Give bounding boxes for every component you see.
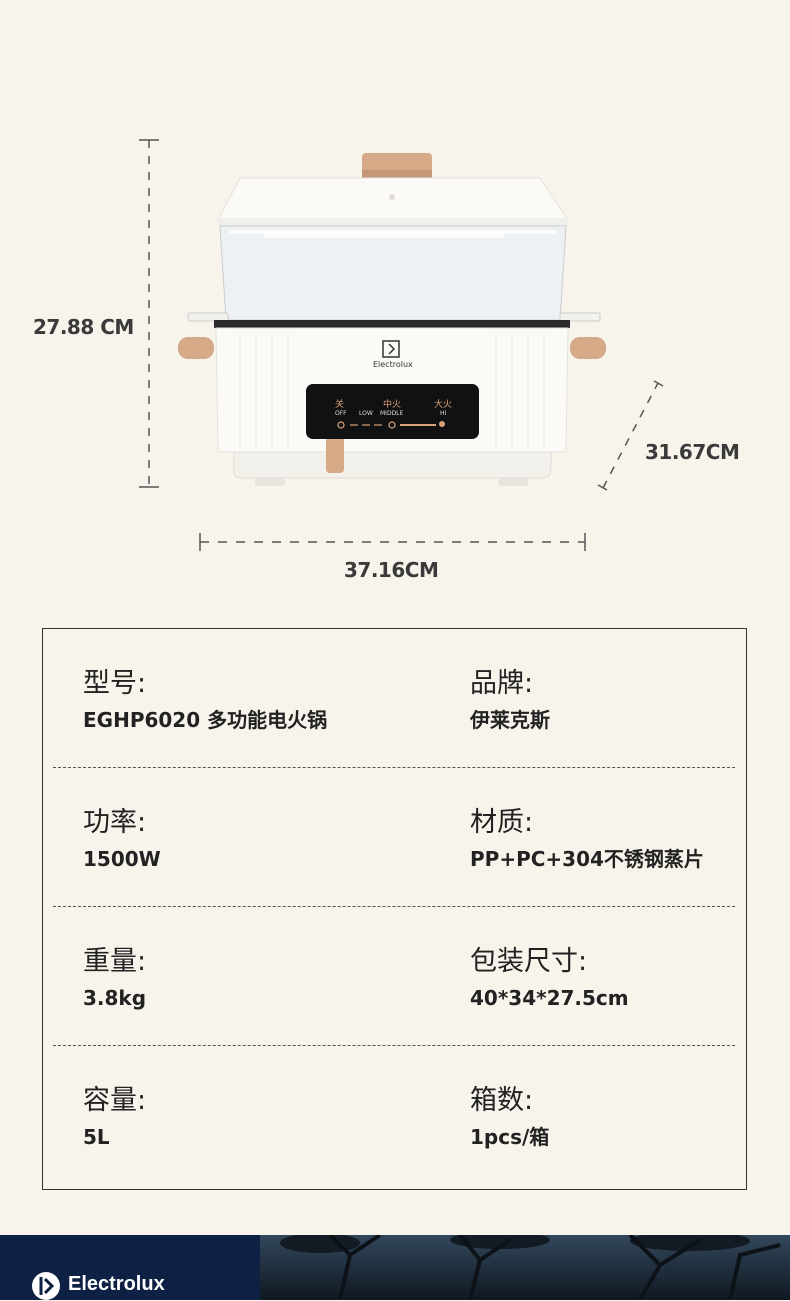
spec-cell-material: 材质: PP+PC+304不锈钢蒸片 (470, 806, 704, 872)
spec-cell-capacity: 容量: 5L (83, 1084, 146, 1150)
spec-row-power: 功率: 1500W 材质: PP+PC+304不锈钢蒸片 (53, 768, 735, 907)
footer-banner: Electrolux (0, 1235, 790, 1300)
spec-label: 功率: (83, 807, 147, 838)
spec-cell-weight: 重量: 3.8kg (83, 945, 146, 1011)
spec-value: 5L (83, 1125, 110, 1149)
spec-label: 包装尺寸: (470, 946, 588, 977)
spec-value: 3.8kg (83, 986, 147, 1010)
panel-label-high-cn: 大火 (434, 400, 453, 410)
panel-label-off: OFF (335, 410, 347, 417)
spec-cell-brand: 品牌: 伊莱克斯 (470, 667, 550, 733)
panel-label-mid-cn: 中火 (383, 400, 402, 410)
footer-brand-name: Electrolux (68, 1273, 165, 1295)
electrolux-logo-icon (32, 1272, 60, 1300)
spec-value: PP+PC+304不锈钢蒸片 (470, 847, 704, 871)
spec-cell-package-size: 包装尺寸: 40*34*27.5cm (470, 945, 629, 1011)
spec-table: 型号: EGHP6020 多功能电火锅 品牌: 伊莱克斯 功率: 1500W 材… (42, 628, 747, 1190)
width-dimension-line (199, 533, 586, 551)
height-dimension-line (139, 139, 159, 488)
depth-dimension-line (597, 380, 664, 491)
depth-label: 31.67CM (645, 440, 740, 464)
footer-landscape-photo (260, 1235, 790, 1300)
panel-label-low: LOW (359, 410, 373, 417)
spec-label: 品牌: (470, 668, 534, 699)
spec-value: EGHP6020 多功能电火锅 (83, 708, 328, 732)
panel-label-middle: MIDDLE (380, 410, 404, 417)
hot-pot-illustration (139, 139, 664, 551)
spec-row-weight: 重量: 3.8kg 包装尺寸: 40*34*27.5cm (53, 907, 735, 1046)
width-label: 37.16CM (344, 558, 439, 582)
spec-label: 重量: (83, 946, 147, 977)
product-image-area: 27.88 CM 31.67CM 37.16CM 关 中火 大火 OFF LOW… (0, 0, 790, 620)
spec-label: 材质: (470, 807, 534, 838)
spec-value: 伊莱克斯 (470, 708, 550, 732)
spec-row-capacity: 容量: 5L 箱数: 1pcs/箱 (53, 1046, 735, 1185)
panel-label-hi: HI (440, 410, 447, 417)
spec-cell-box-count: 箱数: 1pcs/箱 (470, 1084, 549, 1150)
spec-label: 箱数: (470, 1085, 534, 1116)
height-label: 27.88 CM (33, 315, 134, 339)
spec-value: 1500W (83, 847, 161, 871)
product-brand-label: Electrolux (373, 360, 413, 369)
spec-cell-power: 功率: 1500W (83, 806, 161, 872)
panel-label-off-cn: 关 (335, 400, 345, 410)
spec-row-model: 型号: EGHP6020 多功能电火锅 品牌: 伊莱克斯 (53, 629, 735, 768)
footer-brand-panel: Electrolux (0, 1235, 260, 1300)
spec-cell-model: 型号: EGHP6020 多功能电火锅 (83, 667, 327, 733)
tree-silhouette (280, 1235, 781, 1300)
spec-label: 容量: (83, 1085, 147, 1116)
spec-value: 40*34*27.5cm (470, 986, 629, 1010)
spec-value: 1pcs/箱 (470, 1125, 550, 1149)
spec-label: 型号: (83, 668, 147, 699)
